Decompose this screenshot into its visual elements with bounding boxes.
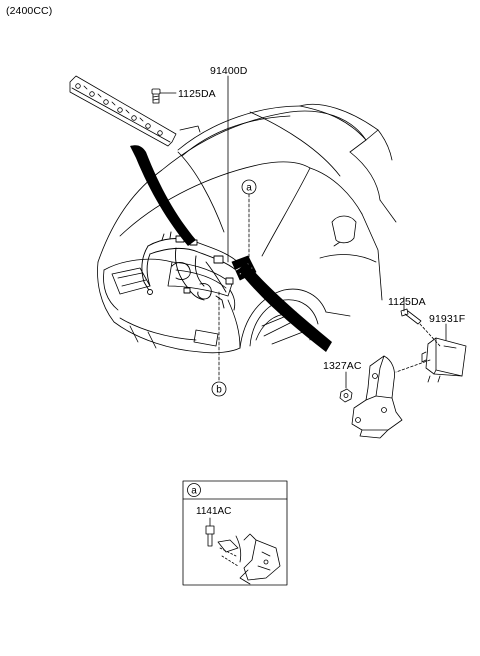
module-bracket xyxy=(351,355,403,439)
callout-b-label: b xyxy=(216,385,222,396)
dashed-module-to-bracket xyxy=(395,359,431,373)
bolt-right-icon xyxy=(400,303,422,325)
control-module-91931f xyxy=(421,337,467,383)
engine-wiring-harness xyxy=(141,227,239,311)
vehicle-body xyxy=(97,103,397,354)
callout-a: a xyxy=(241,179,257,263)
callout-a-label: a xyxy=(246,183,252,194)
inset-label-1141ac: 1141AC xyxy=(196,506,231,517)
label-1125da-top: 1125DA xyxy=(178,88,216,100)
bolt-top-icon xyxy=(151,88,177,104)
callout-b: b xyxy=(211,291,227,397)
inset-detail: a 1141AC xyxy=(182,480,288,586)
bracket-pointer xyxy=(179,125,201,133)
harness-bracket xyxy=(69,75,177,147)
dashed-bolt-to-module xyxy=(419,323,441,347)
label-91400d: 91400D xyxy=(210,65,248,77)
nut-1327ac-icon xyxy=(339,388,353,403)
engine-note: (2400CC) xyxy=(6,5,53,17)
label-1327ac: 1327AC xyxy=(323,360,362,372)
leader-swoosh-top xyxy=(130,145,196,246)
label-1125da-right: 1125DA xyxy=(388,296,426,308)
leader-swoosh-right xyxy=(238,262,332,352)
inset-callout-a-label: a xyxy=(191,486,197,497)
label-91931f: 91931F xyxy=(429,313,466,325)
